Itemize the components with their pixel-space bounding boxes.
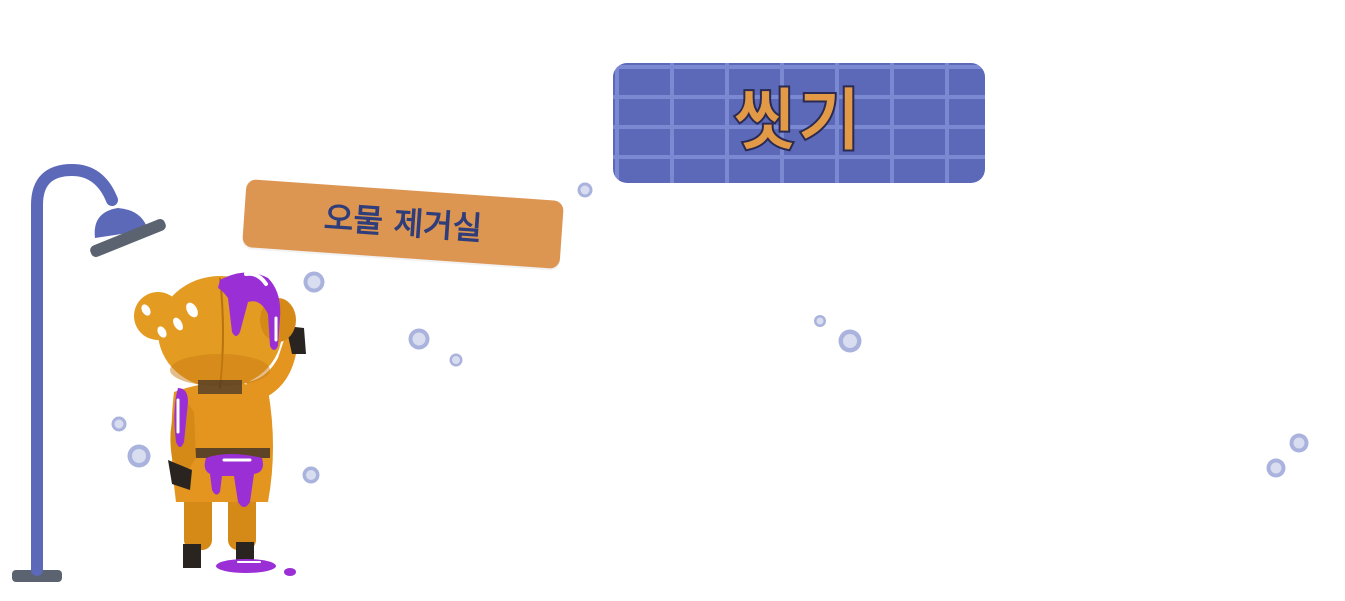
bubble-icon (1266, 458, 1286, 478)
room-sign: 오물 제거실 (242, 178, 564, 270)
character-covered-in-purple-goo (134, 271, 306, 576)
bubble-icon (838, 329, 862, 353)
scene-title: 씻기 (732, 80, 864, 161)
bubble-icon (111, 416, 127, 432)
bubble-icon (408, 328, 430, 350)
bubble-icon (127, 444, 151, 468)
bubble-icon (449, 353, 463, 367)
title-tile-board: 씻기 (613, 63, 985, 183)
bubble-icon (302, 466, 320, 484)
room-sign-label: 오물 제거실 (322, 198, 484, 248)
bubble-icon (814, 315, 826, 327)
bubble-icon (577, 182, 593, 198)
bubble-icon (303, 271, 325, 293)
bubble-icon (1289, 433, 1309, 453)
shower-head-icon (12, 163, 166, 582)
